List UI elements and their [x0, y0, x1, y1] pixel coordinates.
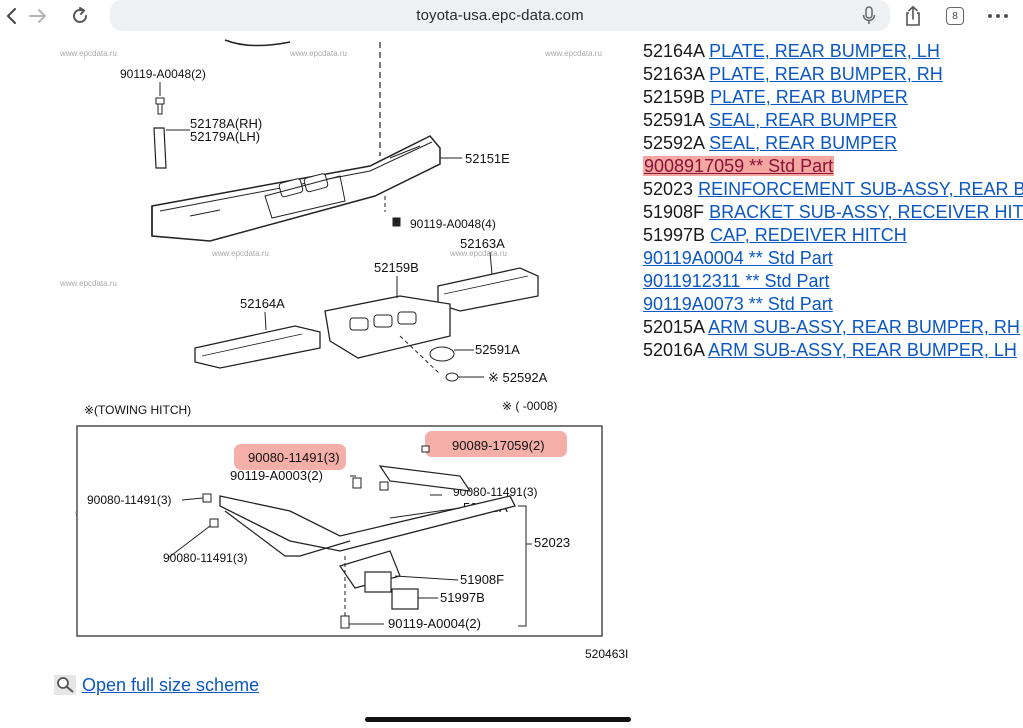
- open-full-scheme-row: Open full size scheme: [54, 672, 259, 698]
- part-link[interactable]: PLATE, REAR BUMPER, LH: [709, 41, 940, 61]
- part-link[interactable]: SEAL, REAR BUMPER: [709, 110, 898, 130]
- share-icon[interactable]: [901, 4, 925, 28]
- watermark: www.epcdata.ru: [211, 249, 269, 258]
- part-number: 51908F: [643, 202, 705, 222]
- part-link[interactable]: CAP, REDEIVER HITCH: [710, 225, 907, 245]
- part-label-52592a: ※ 52592A: [488, 370, 548, 385]
- list-item: 52163A PLATE, REAR BUMPER, RH: [643, 63, 1023, 86]
- list-item: 90119A0073 ** Std Part: [643, 293, 1023, 316]
- watermark: www.epcdata.ru: [59, 49, 117, 58]
- part-label-52023: 52023: [534, 535, 570, 550]
- diagram-drawing: www.epcdata.ru www.epcdata.ru www.epcdat…: [59, 39, 628, 661]
- figure-code: 520463I: [585, 647, 628, 661]
- part-link[interactable]: 90119A0004 ** Std Part: [643, 248, 833, 268]
- parts-list: 52164A PLATE, REAR BUMPER, LH 52163A PLA…: [643, 40, 1023, 362]
- part-label-90080-11491-3-right: 90080-11491(3): [453, 485, 538, 499]
- microphone-icon[interactable]: [862, 6, 876, 31]
- part-label-90119-a0048-2: 90119-A0048(2): [120, 67, 206, 81]
- part-label-90119-a0048-4: 90119-A0048(4): [410, 217, 496, 231]
- part-number: 52023: [643, 179, 694, 199]
- more-icon[interactable]: [986, 4, 1010, 28]
- home-indicator[interactable]: [365, 717, 631, 722]
- part-label-52591a: 52591A: [475, 342, 520, 357]
- reload-icon[interactable]: [68, 4, 92, 28]
- list-item-highlighted: 9008917059 ** Std Part: [643, 155, 1023, 178]
- list-item: 52591A SEAL, REAR BUMPER: [643, 109, 1023, 132]
- list-item: 90119A0004 ** Std Part: [643, 247, 1023, 270]
- part-label-52151e: 52151E: [465, 151, 510, 166]
- part-label-52179a: 52179A(LH): [190, 129, 260, 144]
- part-number: 52591A: [643, 110, 705, 130]
- parts-diagram: www.epcdata.ru www.epcdata.ru www.epcdat…: [40, 36, 640, 666]
- towing-hitch-label: ※(TOWING HITCH): [84, 403, 191, 417]
- part-link[interactable]: 9011912311 ** Std Part: [643, 271, 830, 291]
- part-number: 52163A: [643, 64, 705, 84]
- list-item: 52016A ARM SUB-ASSY, REAR BUMPER, LH: [643, 339, 1023, 362]
- highlight-marker: [425, 431, 567, 457]
- list-item: 52592A SEAL, REAR BUMPER: [643, 132, 1023, 155]
- part-label-52164a: 52164A: [240, 296, 285, 311]
- magnifier-icon[interactable]: [54, 675, 76, 695]
- part-label-90119-a0004-2: 90119-A0004(2): [388, 616, 481, 631]
- part-label-90119-a0003-2: 90119-A0003(2): [230, 468, 323, 483]
- part-number: 52015A: [643, 317, 705, 337]
- forward-icon[interactable]: [26, 4, 50, 28]
- part-label-51908f: 51908F: [460, 572, 504, 587]
- towing-hitch-drawing: [167, 445, 532, 629]
- part-number: 52159B: [643, 87, 706, 107]
- part-number: 52592A: [643, 133, 705, 153]
- part-link[interactable]: 9008917059 ** Std Part: [643, 156, 835, 176]
- part-link[interactable]: ARM SUB-ASSY, REAR BUMPER, RH: [708, 317, 1020, 337]
- part-label-90089-17059-2: 90089-17059(2): [452, 438, 545, 453]
- tab-count-button[interactable]: 8: [946, 7, 964, 25]
- browser-toolbar: toyota-usa.epc-data.com 8: [0, 0, 1023, 36]
- watermark: www.epcdata.ru: [449, 249, 507, 258]
- part-label-52163a: 52163A: [460, 236, 505, 251]
- part-link[interactable]: 90119A0073 ** Std Part: [643, 294, 833, 314]
- part-label-52178a: 52178A(RH): [190, 116, 262, 131]
- part-number: 52164A: [643, 41, 705, 61]
- part-label-90080-11491-3-highlighted: 90080-11491(3): [248, 450, 340, 465]
- list-item: 52159B PLATE, REAR BUMPER: [643, 86, 1023, 109]
- part-link[interactable]: ARM SUB-ASSY, REAR BUMPER, LH: [708, 340, 1017, 360]
- part-link[interactable]: BRACKET SUB-ASSY, RECEIVER HITCH: [709, 202, 1023, 222]
- part-number: 51997B: [643, 225, 706, 245]
- url-text: toyota-usa.epc-data.com: [416, 7, 584, 24]
- rear-bumper-drawing: [151, 135, 441, 242]
- list-item: 52023 REINFORCEMENT SUB-ASSY, REAR BUMPE…: [643, 178, 1023, 201]
- list-item: 52164A PLATE, REAR BUMPER, LH: [643, 40, 1023, 63]
- part-link[interactable]: PLATE, REAR BUMPER, RH: [709, 64, 943, 84]
- part-label-90080-11491-3-left: 90080-11491(3): [87, 493, 172, 507]
- part-label-52159b: 52159B: [374, 260, 419, 275]
- highlight-marker: [234, 444, 346, 470]
- part-number: 52016A: [643, 340, 705, 360]
- part-label-51997b: 51997B: [440, 590, 485, 605]
- list-item: 51997B CAP, REDEIVER HITCH: [643, 224, 1023, 247]
- open-full-size-scheme-link[interactable]: Open full size scheme: [82, 674, 260, 695]
- watermark: www.epcdata.ru: [544, 49, 602, 58]
- watermark: www.epcdata.ru: [59, 279, 117, 288]
- watermark: www.epcdata.ru: [289, 49, 347, 58]
- range-note-label: ※ ( -0008): [502, 399, 557, 413]
- part-label-90080-11491-3-bottom: 90080-11491(3): [163, 551, 248, 565]
- list-item: 51908F BRACKET SUB-ASSY, RECEIVER HITCH: [643, 201, 1023, 224]
- part-link[interactable]: PLATE, REAR BUMPER: [710, 87, 908, 107]
- list-item: 9011912311 ** Std Part: [643, 270, 1023, 293]
- back-icon[interactable]: [0, 4, 24, 28]
- address-bar[interactable]: toyota-usa.epc-data.com: [110, 0, 890, 31]
- list-item: 52015A ARM SUB-ASSY, REAR BUMPER, RH: [643, 316, 1023, 339]
- part-link[interactable]: SEAL, REAR BUMPER: [709, 133, 898, 153]
- part-link[interactable]: REINFORCEMENT SUB-ASSY, REAR BUMPER: [698, 179, 1023, 199]
